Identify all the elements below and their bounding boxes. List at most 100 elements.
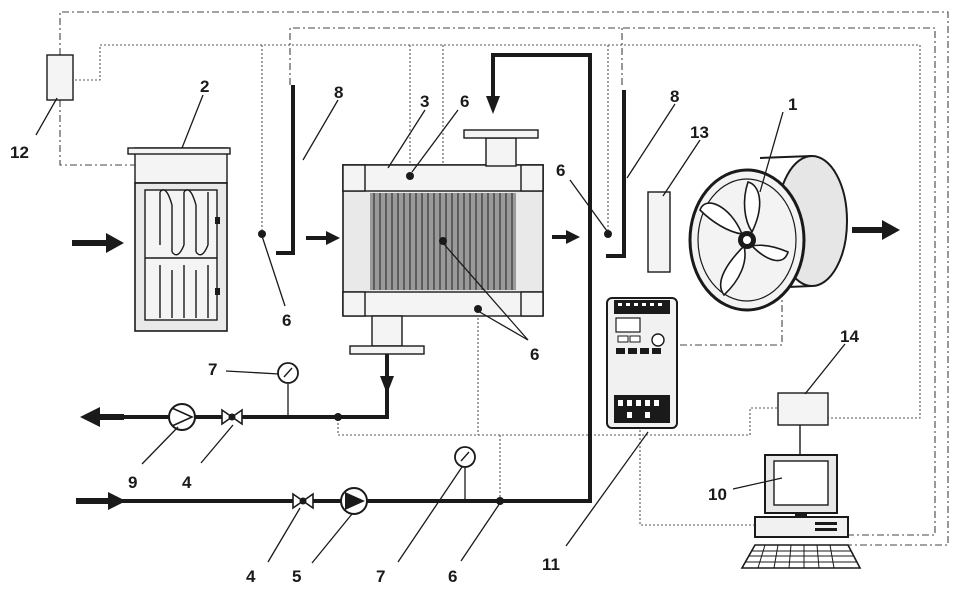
leader-12 bbox=[35, 97, 58, 136]
component-labels: 1 2 3 4 4 5 6 6 6 6 6 7 7 8 8 9 10 11 12… bbox=[10, 77, 859, 586]
signal-line-sensor8-left bbox=[289, 27, 936, 536]
leader-5 bbox=[311, 513, 353, 564]
air-arrow-into-exchanger bbox=[306, 231, 340, 245]
leader-8a bbox=[302, 99, 339, 161]
leader-10 bbox=[732, 477, 783, 490]
exchanger-bottom-flange bbox=[349, 345, 425, 355]
pressure-gauge-7-supply bbox=[454, 446, 476, 501]
exchanger-bottom-header bbox=[342, 291, 544, 317]
leader-11 bbox=[565, 431, 649, 547]
thermocouple-bus-top bbox=[75, 44, 921, 419]
label-11: 11 bbox=[542, 555, 560, 574]
label-6a: 6 bbox=[282, 311, 291, 330]
label-4-supply: 4 bbox=[246, 567, 256, 585]
leader-6-inlet bbox=[460, 502, 501, 562]
label-8a: 8 bbox=[334, 83, 343, 102]
label-9: 9 bbox=[128, 473, 137, 492]
leader-6b bbox=[411, 109, 459, 173]
label-14: 14 bbox=[840, 327, 859, 346]
heater-latch-top bbox=[215, 217, 220, 224]
thermocouple-6b bbox=[406, 172, 414, 180]
leader-3 bbox=[387, 109, 426, 169]
electric-heater-2 bbox=[127, 147, 231, 332]
data-acquisition-14 bbox=[777, 392, 829, 426]
water-return-pipe bbox=[100, 354, 389, 419]
fan-inverter-cable bbox=[680, 290, 783, 346]
exchanger-corner-tr bbox=[520, 164, 544, 192]
label-4-return: 4 bbox=[182, 473, 192, 492]
air-outlet-arrow bbox=[852, 220, 900, 240]
leader-7-supply bbox=[397, 466, 463, 563]
exchanger-bottom-nozzle bbox=[371, 315, 403, 347]
exchanger-corner-bl bbox=[342, 291, 366, 317]
thermocouple-6-inlet bbox=[496, 497, 504, 505]
heater-latch-bottom bbox=[215, 288, 220, 295]
label-10: 10 bbox=[708, 485, 727, 504]
heater-inner-panel bbox=[144, 189, 218, 321]
label-12: 12 bbox=[10, 143, 29, 162]
heater-coil-bends bbox=[159, 189, 209, 256]
exchanger-corner-tl bbox=[342, 164, 366, 192]
inverter-computer-cable bbox=[639, 430, 755, 526]
frequency-inverter-11 bbox=[606, 297, 678, 429]
label-8b: 8 bbox=[670, 87, 679, 106]
thermocouple-6a bbox=[258, 230, 266, 238]
leader-6e bbox=[477, 310, 529, 341]
label-7-return: 7 bbox=[208, 360, 217, 379]
label-5: 5 bbox=[292, 567, 301, 585]
exchanger-top-flange bbox=[463, 129, 539, 139]
leader-9 bbox=[141, 426, 179, 465]
pump-9 bbox=[168, 403, 196, 431]
label-6-inlet: 6 bbox=[448, 567, 457, 585]
leader-4-return bbox=[200, 424, 234, 464]
leader-lines bbox=[35, 94, 846, 564]
thermocouple-6e bbox=[474, 305, 482, 313]
label-6c: 6 bbox=[530, 345, 539, 364]
label-1: 1 bbox=[788, 95, 797, 114]
humidity-probe-8a bbox=[276, 85, 295, 255]
label-13: 13 bbox=[690, 123, 709, 142]
exchanger-corner-br bbox=[520, 291, 544, 317]
heat-exchanger-3 bbox=[342, 129, 544, 355]
label-3: 3 bbox=[420, 92, 429, 111]
label-6d: 6 bbox=[556, 161, 565, 180]
water-inlet-arrow-head bbox=[108, 492, 126, 510]
leader-8b bbox=[626, 103, 676, 179]
signal-line-12-to-2 bbox=[59, 100, 140, 166]
valve-4-supply bbox=[292, 492, 314, 510]
thermocouple-6c bbox=[439, 237, 447, 245]
thermocouple-6d bbox=[604, 230, 612, 238]
leader-7-return bbox=[225, 370, 280, 375]
label-6b: 6 bbox=[460, 92, 469, 111]
pressure-gauge-7-return bbox=[277, 362, 299, 417]
water-outlet-arrow-head bbox=[80, 407, 100, 427]
leader-6d bbox=[569, 179, 608, 232]
supply-flow-arrow bbox=[486, 96, 500, 114]
heater-coil-upper bbox=[159, 192, 209, 252]
leader-14 bbox=[804, 343, 846, 395]
leader-6a bbox=[261, 235, 286, 307]
axial-fan-1 bbox=[688, 155, 848, 312]
thermocouple-bus-bottom bbox=[337, 407, 778, 436]
controller-12 bbox=[46, 54, 74, 101]
signal-wiring bbox=[59, 11, 949, 546]
return-junction bbox=[334, 413, 342, 421]
label-7-supply: 7 bbox=[376, 567, 385, 585]
exchanger-top-header bbox=[342, 164, 544, 192]
humidity-probe-8b bbox=[606, 90, 626, 258]
leader-4-supply bbox=[267, 507, 301, 563]
valve-4-return bbox=[221, 408, 243, 426]
air-inlet-arrow bbox=[72, 233, 124, 253]
leader-6c bbox=[442, 242, 529, 341]
heater-coil-lower bbox=[159, 265, 209, 318]
hot-water-supply-pipe bbox=[120, 53, 592, 503]
exchanger-top-nozzle bbox=[485, 137, 517, 167]
return-flow-arrow bbox=[380, 376, 394, 394]
air-arrow-out-of-exchanger bbox=[552, 230, 580, 244]
leader-2 bbox=[181, 94, 204, 149]
leader-1 bbox=[759, 111, 784, 193]
computer-10 bbox=[740, 454, 862, 569]
leader-13 bbox=[662, 139, 701, 197]
